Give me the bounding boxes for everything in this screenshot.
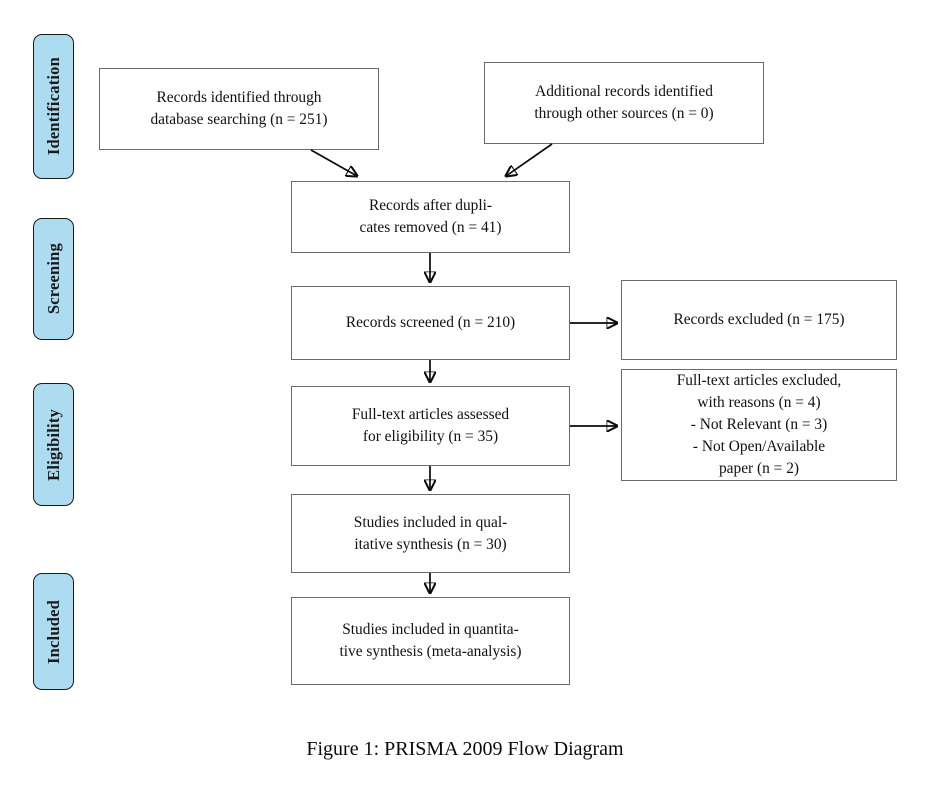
- box-records-identified-other: Additional records identified through ot…: [484, 62, 764, 144]
- box-qualitative-synthesis-text: Studies included in qual- itative synthe…: [353, 513, 508, 553]
- box-records-identified-other-text: Additional records identified through ot…: [534, 83, 714, 122]
- box-fulltext-assessed-text: Full-text articles assessed for eligibil…: [351, 406, 510, 445]
- arrow-other-to-duplicates: [506, 143, 553, 176]
- box-fulltext-excluded-text: Full-text articles excluded, with reason…: [676, 372, 842, 477]
- stage-tab-included: Included: [33, 573, 74, 690]
- box-fulltext-assessed: Full-text articles assessed for eligibil…: [291, 386, 570, 466]
- stage-tab-eligibility-label: Eligibility: [43, 408, 63, 481]
- box-records-screened-text: Records screened (n = 210): [345, 314, 516, 332]
- stage-tab-identification: Identification: [33, 34, 74, 179]
- stage-tab-eligibility: Eligibility: [33, 383, 74, 506]
- box-records-screened: Records screened (n = 210): [291, 286, 570, 360]
- box-records-after-duplicates-text: Records after dupli- cates removed (n = …: [359, 197, 502, 236]
- arrow-database-to-duplicates: [310, 149, 357, 176]
- stage-tab-screening: Screening: [33, 218, 74, 340]
- box-records-excluded-text: Records excluded (n = 175): [673, 311, 845, 329]
- box-qualitative-synthesis: Studies included in qual- itative synthe…: [291, 494, 570, 573]
- box-records-identified-database-text: Records identified through database sear…: [150, 89, 328, 128]
- box-records-after-duplicates: Records after dupli- cates removed (n = …: [291, 181, 570, 253]
- stage-tab-included-label: Included: [43, 599, 63, 664]
- box-records-identified-database: Records identified through database sear…: [99, 68, 379, 150]
- stage-tab-screening-label: Screening: [43, 243, 63, 315]
- figure-caption: Figure 1: PRISMA 2009 Flow Diagram: [306, 738, 624, 760]
- box-fulltext-excluded: Full-text articles excluded, with reason…: [621, 369, 897, 481]
- box-quantitative-synthesis: Studies included in quantita- tive synth…: [291, 597, 570, 685]
- stage-tab-identification-label: Identification: [43, 57, 63, 156]
- box-quantitative-synthesis-text: Studies included in quantita- tive synth…: [339, 621, 522, 660]
- box-records-excluded: Records excluded (n = 175): [621, 280, 897, 360]
